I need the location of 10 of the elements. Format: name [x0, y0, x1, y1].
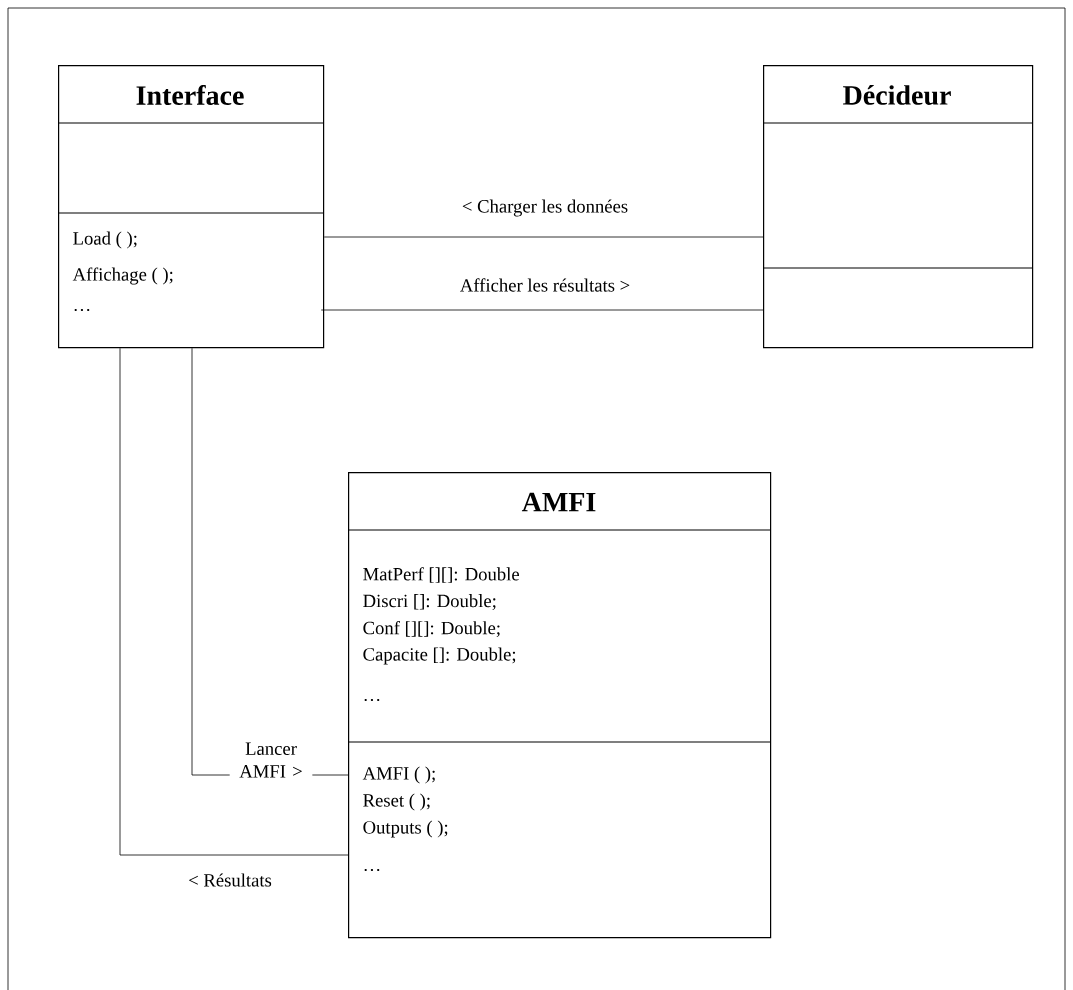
edge-label: Lancer AMFI > — [229, 741, 313, 779]
association-line — [323, 236, 764, 238]
association-line — [119, 347, 349, 856]
class-box: Interface Load ( ); Affichage ( ); … — [57, 65, 325, 349]
edge-label: < Résultats — [186, 872, 274, 888]
edge-label: Afficher les résultats > — [458, 277, 632, 293]
edge-label: < Charger les données — [460, 198, 630, 218]
class-box: AMFI MatPerf [][]: Double Discri []: Double; Conf [][]: Double; Capacite []: Double; … AMFI ( ); Reset ( ); Outputs ( ); … — [347, 472, 772, 939]
association-line — [320, 309, 764, 311]
class-box: Décideur — [762, 65, 1034, 349]
